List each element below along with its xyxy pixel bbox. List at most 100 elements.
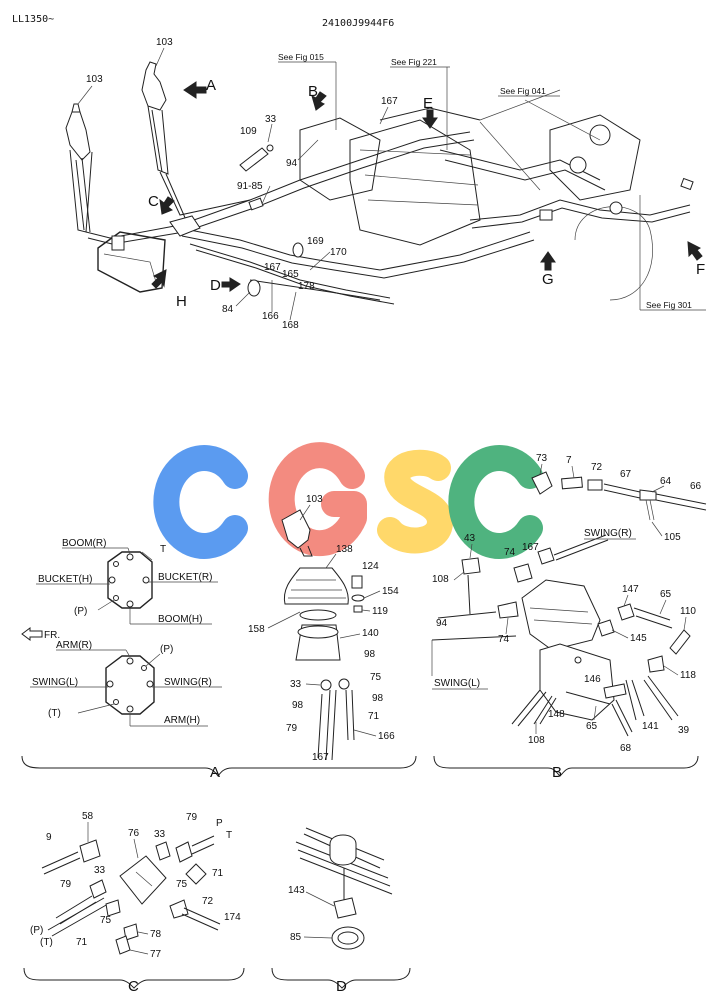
section-b-label: B [552,764,562,781]
detail-c: 9 58 76 33 79 P T 33 75 71 79 72 75 174 … [30,811,241,960]
view-g-label: G [542,271,554,288]
view-b-label: B [308,83,318,100]
callout: 143 [288,885,305,896]
callout: 98 [372,693,384,704]
callout: 158 [248,624,265,635]
view-h-label: H [176,293,187,310]
callout: 98 [292,700,304,711]
section-c-label: C [128,978,139,995]
section-c-bracket [23,967,245,989]
callout: 65 [586,721,598,732]
detail-b-swing-r: SWING(R) [584,528,632,539]
callout: 73 [536,453,548,464]
pattern-boom-h: BOOM(H) [158,614,202,625]
callout: 108 [528,735,545,746]
callout: 167 [381,96,398,107]
pattern-boom-r: BOOM(R) [62,538,106,549]
callout: 109 [240,126,257,137]
callout: 170 [330,247,347,258]
callout: 154 [382,586,399,597]
view-c-arrow [159,196,175,215]
callout: 108 [432,574,449,585]
view-a-label: A [206,77,216,94]
pattern-t: T [160,544,166,555]
main-assembly [65,61,706,311]
pattern-p2: (P) [160,644,173,655]
ref-fig-301: See Fig 301 [646,300,692,310]
view-b-arrow [311,91,327,111]
callout: 66 [690,481,702,492]
callout: 78 [150,929,162,940]
pattern-swing-l: SWING(L) [32,677,78,688]
callout: 103 [156,37,173,48]
callout: 43 [464,533,476,544]
callout: 174 [224,912,241,923]
callout: 94 [286,158,298,169]
callout: 167 [522,542,539,553]
callout: 9 [46,832,52,843]
callout: 33 [154,829,166,840]
callout: 71 [76,937,88,948]
detail-d: 143 85 [288,827,393,950]
callout: 145 [630,633,647,644]
callout: 147 [622,584,639,595]
callout: 166 [262,311,279,322]
callout: 105 [664,532,681,543]
callout: 7 [566,455,572,466]
model-label: LL1350~ [12,14,54,25]
detail-c-p-paren: (P) [30,925,43,936]
callout: 33 [290,679,302,690]
cgsc-watermark [153,442,543,559]
callout: 110 [680,606,696,617]
callout: 118 [680,670,696,681]
callout: 178 [298,281,315,292]
callout: 167 [264,262,281,273]
watermark-letter-c [153,445,248,559]
callout: 77 [150,949,162,960]
pattern-arm-h: ARM(H) [164,715,200,726]
pattern-arm-r: ARM(R) [56,640,92,651]
callout: 75 [370,672,382,683]
ref-fig-015: See Fig 015 [278,52,324,62]
ref-fig-221: See Fig 221 [391,57,437,67]
detail-b-swing-l: SWING(L) [434,678,480,689]
callout: 138 [336,544,353,555]
callout: 79 [286,723,298,734]
callout: 68 [620,743,632,754]
callout: 168 [282,320,299,331]
view-f-label: F [696,261,705,278]
callout: 165 [282,269,299,280]
section-d-label: D [336,978,347,995]
view-a-arrow [183,81,207,99]
callout: 166 [378,731,395,742]
view-d-label: D [210,277,221,294]
callout: 119 [372,606,388,617]
ref-fig-041: See Fig 041 [500,86,546,96]
callout: 141 [642,721,659,732]
callout: 79 [186,812,198,823]
view-h-arrow [151,269,167,289]
callout: 76 [128,828,140,839]
pattern-bucket-h: BUCKET(H) [38,574,92,585]
section-d-bracket [271,967,411,989]
drawing-number: 24100J9944F6 [322,18,394,29]
callout: 84 [222,304,234,315]
top-callouts: 103 103 33 109 94 91-85 167 169 170 178 … [77,37,398,331]
callout: 71 [368,711,380,722]
detail-c-t: T [226,830,232,841]
view-g-arrow [540,251,556,271]
watermark-letter-g [268,442,367,557]
view-e-arrow [422,109,438,129]
callout: 72 [591,462,603,473]
section-a-bracket [21,755,417,777]
pattern-p: (P) [74,606,87,617]
section-b-bracket [433,755,699,777]
callout: 98 [364,649,376,660]
callout: 79 [60,879,72,890]
detail-b: 73 7 72 67 64 66 105 43 74 167 SWING(R) … [431,453,707,754]
callout: 33 [94,865,106,876]
detail-c-t-paren: (T) [40,937,53,948]
callout: 65 [660,589,672,600]
